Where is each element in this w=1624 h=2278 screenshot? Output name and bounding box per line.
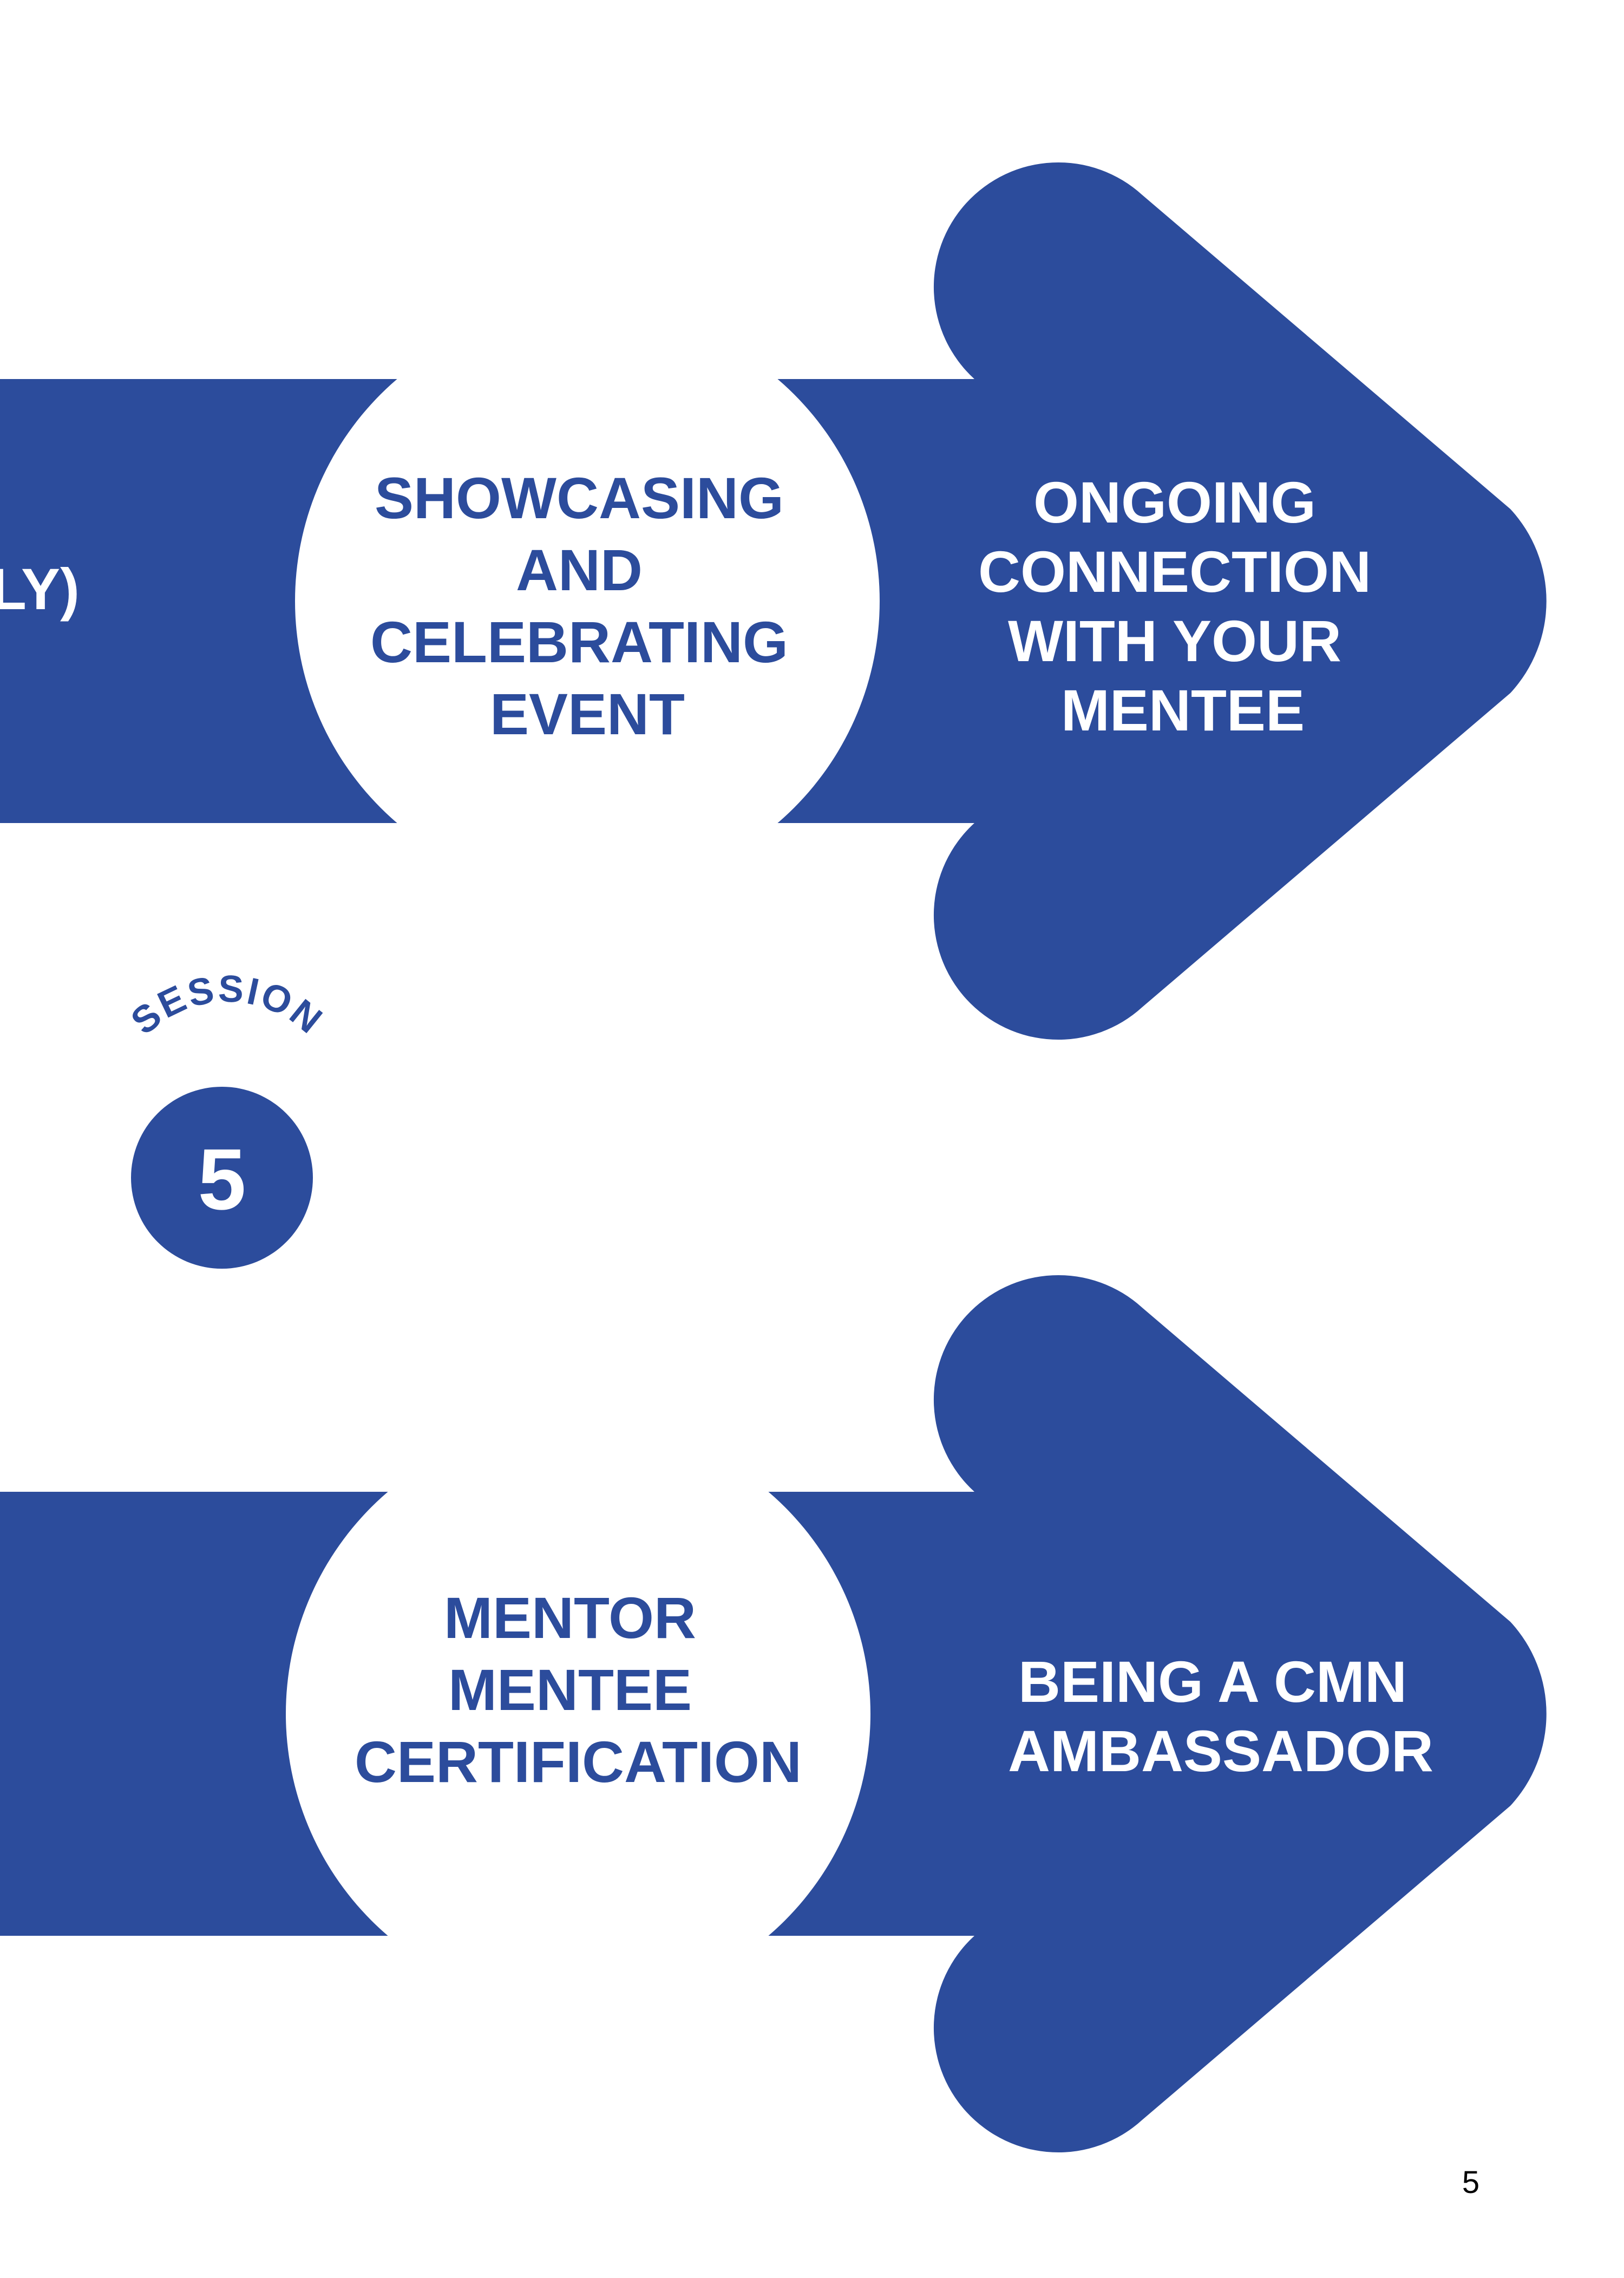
top-middle-circle — [295, 309, 880, 893]
bottom-arrow-head — [933, 1275, 1547, 2153]
session-number-circle — [131, 1087, 313, 1269]
top-arrow-label: ONGOING CONNECTION WITH YOUR MENTEE — [978, 469, 1387, 743]
bottom-middle-label: MENTOR MENTEE CERTIFICATION — [355, 1585, 802, 1794]
top-cutoff-label: LY) — [0, 556, 80, 622]
top-flow-band: LY) SHOWCASING AND CELEBRATING EVENT ONG… — [0, 162, 1547, 1040]
bottom-arrow-label: BEING A CMN AMBASSADOR — [1008, 1649, 1433, 1784]
page-number: 5 — [1462, 2165, 1479, 2200]
top-middle-label: SHOWCASING AND CELEBRATING EVENT — [370, 465, 804, 747]
top-arrow-head — [933, 162, 1547, 1040]
session-number: 5 — [198, 1131, 246, 1228]
session-badge: SESSION 5 — [123, 967, 331, 1269]
bottom-middle-circle — [286, 1421, 870, 2006]
bottom-flow-band: MENTOR MENTEE CERTIFICATION BEING A CMN … — [0, 1275, 1547, 2153]
session-word: SESSION — [123, 967, 331, 1042]
